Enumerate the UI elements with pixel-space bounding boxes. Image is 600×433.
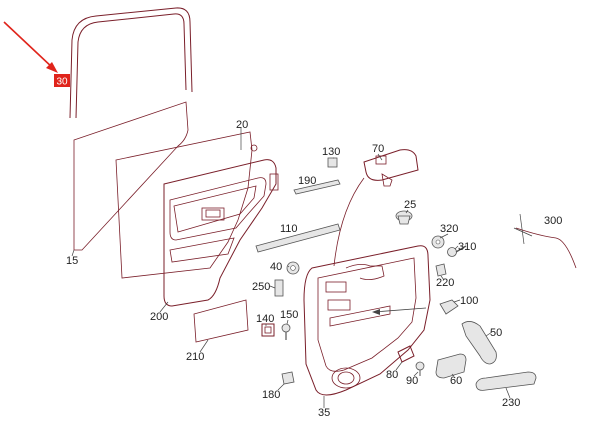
part-30-highlight-box[interactable]	[54, 74, 70, 87]
part-50-grab-handle[interactable]	[461, 321, 497, 365]
label-200[interactable]: 200	[150, 311, 168, 323]
label-40[interactable]: 40	[270, 261, 282, 273]
part-15-window-glass[interactable]	[71, 101, 189, 257]
part-210-foam-pad[interactable]	[193, 299, 249, 343]
part-25-grommet[interactable]	[395, 210, 413, 225]
part-230-pull-handle[interactable]	[475, 371, 537, 391]
part-90-screw[interactable]	[415, 361, 425, 376]
part-140-switch[interactable]	[261, 323, 275, 337]
callout-labels: 30 20 15 130 70 190 25 110 320 310 300 4…	[54, 74, 562, 419]
part-80-bracket[interactable]	[397, 345, 415, 363]
part-150-fastener[interactable]	[281, 323, 291, 340]
label-70[interactable]: 70	[372, 143, 384, 155]
part-130-clip[interactable]	[327, 157, 338, 168]
part-250-spacer[interactable]	[274, 279, 284, 297]
highlight-arrow	[3, 21, 58, 73]
part-70-switch-panel[interactable]	[333, 149, 419, 267]
label-15[interactable]: 15	[66, 255, 78, 267]
label-50[interactable]: 50	[490, 327, 502, 339]
part-190-trim-strip[interactable]	[293, 179, 341, 195]
part-40-nut[interactable]	[286, 261, 300, 275]
part-30-window-seal[interactable]	[69, 7, 193, 119]
label-300[interactable]: 300	[544, 215, 562, 227]
label-190[interactable]: 190	[298, 175, 316, 187]
label-150[interactable]: 150	[280, 309, 298, 321]
label-180[interactable]: 180	[262, 389, 280, 401]
label-30[interactable]: 30	[56, 77, 68, 88]
label-220[interactable]: 220	[436, 277, 454, 289]
label-80[interactable]: 80	[386, 369, 398, 381]
label-210[interactable]: 210	[186, 351, 204, 363]
label-35[interactable]: 35	[318, 407, 330, 419]
part-180-clip[interactable]	[281, 371, 295, 385]
part-200-door-trim[interactable]	[163, 159, 279, 307]
label-90[interactable]: 90	[406, 375, 418, 387]
part-60-handle-cover[interactable]	[435, 353, 467, 379]
part-320-washer[interactable]	[431, 235, 445, 249]
part-300-cable[interactable]	[513, 213, 577, 269]
part-20-inner-door-panel[interactable]	[115, 128, 258, 279]
leader-lines	[159, 153, 511, 408]
part-310-screw[interactable]	[447, 245, 467, 257]
label-110[interactable]: 110	[280, 223, 298, 235]
label-25[interactable]: 25	[404, 199, 416, 211]
label-100[interactable]: 100	[460, 295, 478, 307]
label-20[interactable]: 20	[236, 119, 248, 131]
part-35-door-card[interactable]	[303, 245, 431, 396]
label-230[interactable]: 230	[502, 397, 520, 409]
label-130[interactable]: 130	[322, 146, 340, 158]
part-110-long-strip[interactable]	[255, 223, 341, 253]
label-140[interactable]: 140	[256, 313, 274, 325]
label-320[interactable]: 320	[440, 223, 458, 235]
label-310[interactable]: 310	[458, 241, 476, 253]
part-100-handle-bezel[interactable]	[439, 299, 459, 315]
part-220-clip[interactable]	[435, 263, 447, 277]
label-250[interactable]: 250	[252, 281, 270, 293]
label-60[interactable]: 60	[450, 375, 462, 387]
